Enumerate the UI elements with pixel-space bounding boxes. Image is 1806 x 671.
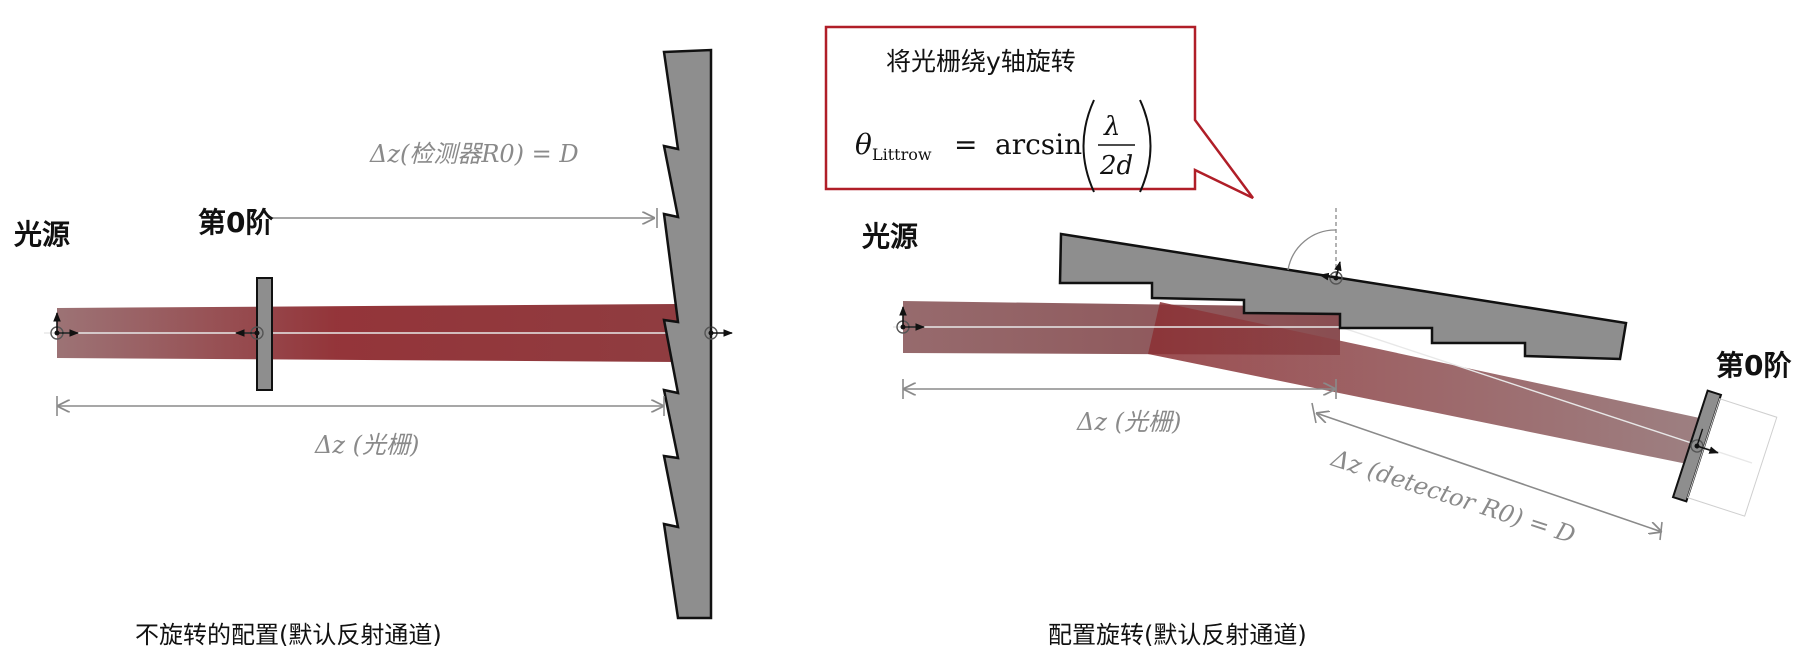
left-dim-grating-label: Δz (光栅) [314, 431, 419, 459]
left-source-marker [50, 312, 79, 340]
left-grating [662, 48, 713, 620]
right-caption: 配置旋转(默认反射通道) [1048, 621, 1307, 649]
svg-text:arcsin: arcsin [995, 128, 1082, 161]
right-order-label: 第0阶 [1716, 349, 1791, 382]
svg-text:2d: 2d [1099, 151, 1133, 181]
littrow-equation: θ Littrow = arcsin λ 2d [855, 99, 1152, 193]
right-source-label: 光源 [861, 220, 918, 253]
left-order-marker [235, 326, 264, 340]
callout-title: 将光栅绕y轴旋转 [886, 47, 1076, 76]
right-dim-detector-line [1316, 413, 1662, 532]
left-grating-marker [704, 314, 733, 340]
svg-text:θ: θ [855, 128, 872, 161]
right-grating [1058, 232, 1628, 361]
left-panel: 光源 第0阶 Δz(检测器R0) = D Δz (光栅) 不旋转的配置(默认反射… [13, 48, 733, 649]
right-panel: 光源 第0阶 Δz (光栅) Δz (detector R0) = D 配置旋转… [824, 25, 1791, 649]
right-order-detector [1671, 389, 1778, 517]
right-rotation-indicator [1287, 208, 1343, 285]
left-source-label: 光源 [13, 218, 70, 251]
left-dim-detector-label: Δz(检测器R0) = D [369, 140, 579, 168]
svg-text:λ: λ [1103, 112, 1120, 142]
right-source-marker [896, 306, 925, 334]
svg-text:=: = [954, 128, 977, 161]
left-caption: 不旋转的配置(默认反射通道) [135, 621, 442, 649]
svg-text:Littrow: Littrow [872, 145, 932, 164]
left-order-label: 第0阶 [198, 206, 273, 239]
callout-box: 将光栅绕y轴旋转 θ Littrow = arcsin λ 2d [824, 25, 1255, 200]
right-dim-grating-label: Δz (光栅) [1076, 408, 1181, 436]
